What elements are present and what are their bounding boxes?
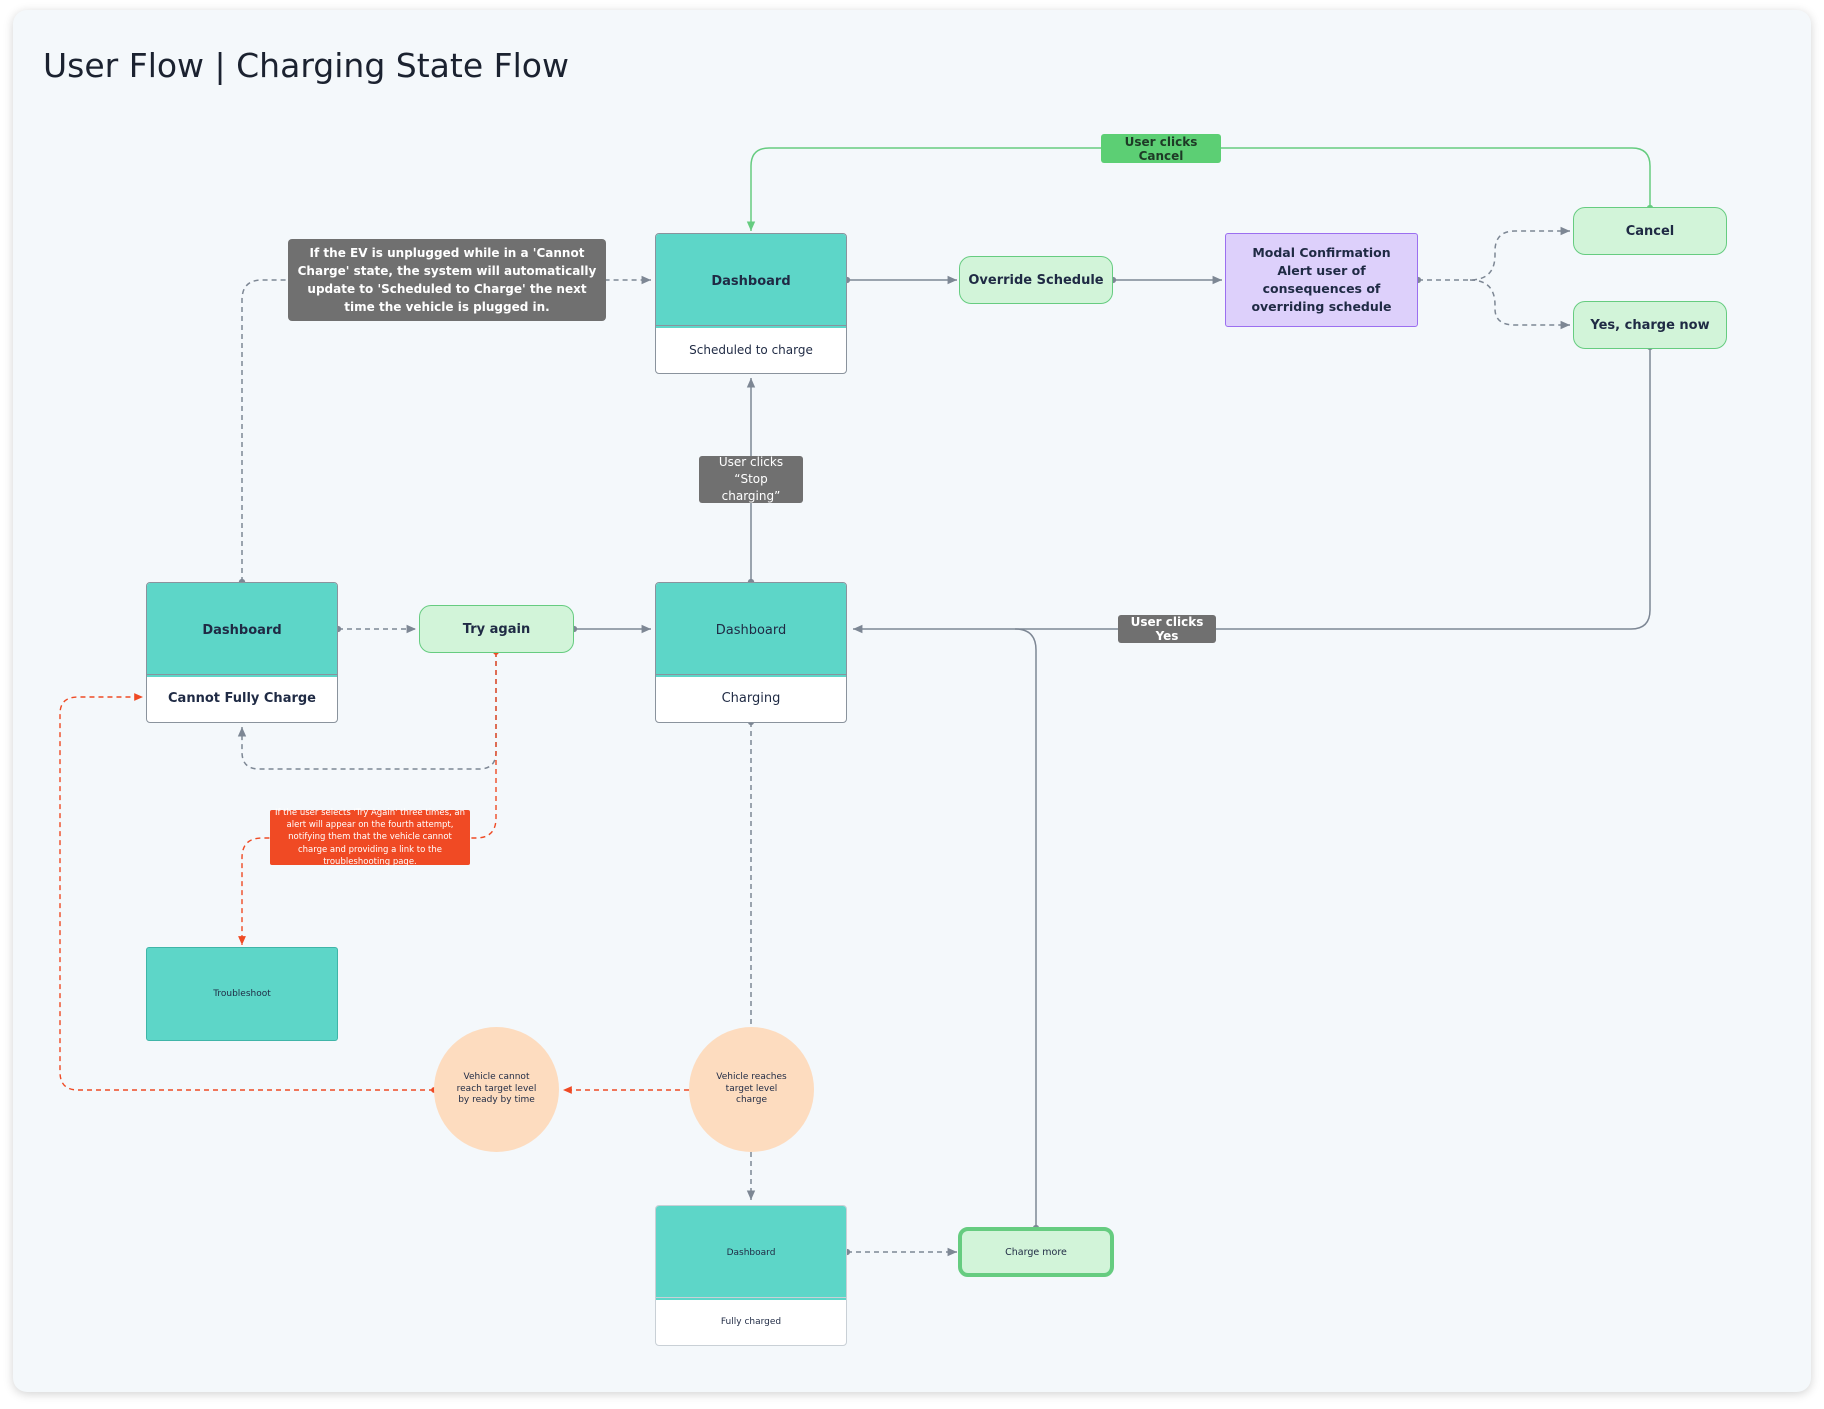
dashboard-charging-head: Dashboard [656,583,846,677]
user-clicks-stop-label: User clicks “Stop charging” [699,455,803,503]
yes-charge-now-node[interactable]: Yes, charge now [1573,301,1727,349]
dashboard-full-head: Dashboard [656,1206,846,1300]
dashboard-scheduled-head: Dashboard [656,234,846,328]
dashboard-cannot-head: Dashboard [147,583,337,677]
unplugged-note: If the EV is unplugged while in a 'Canno… [288,239,606,321]
user-clicks-yes-label: User clicks Yes [1118,615,1216,643]
override-schedule-node[interactable]: Override Schedule [959,256,1113,304]
try-again-node[interactable]: Try again [419,605,574,653]
edge-cannot-to-scheduled [238,275,651,586]
dashboard-scheduled-card[interactable]: Dashboard Scheduled to charge [655,233,847,374]
dashboard-cannot-card[interactable]: Dashboard Cannot Fully Charge [146,582,338,723]
page-title: User Flow | Charging State Flow [43,46,569,85]
user-clicks-cancel-label: User clicks Cancel [1101,134,1221,163]
charge-more-node[interactable]: Charge more [958,1227,1114,1277]
edge-yes-to-charging [853,343,1654,634]
edge-modal-to-yes [1469,279,1570,330]
modal-confirmation-node[interactable]: Modal Confirmation Alert user of consequ… [1225,233,1418,327]
dashboard-full-card[interactable]: Dashboard Fully charged [655,1205,847,1346]
vehicle-reaches-target-node: Vehicle reaches target level charge [689,1027,814,1152]
dashboard-cannot-foot: Cannot Fully Charge [147,674,337,722]
vehicle-cannot-reach-node: Vehicle cannot reach target level by rea… [434,1027,559,1152]
edge-chargemore-to-charging [1014,628,1040,1232]
edge-modal-to-cancel [1414,226,1570,284]
troubleshoot-node[interactable]: Troubleshoot [146,947,338,1041]
dashboard-charging-card[interactable]: Dashboard Charging [655,582,847,723]
dashboard-scheduled-foot: Scheduled to charge [656,325,846,373]
cancel-node[interactable]: Cancel [1573,207,1727,255]
edge-cannot-reach-to-cannot [59,693,437,1093]
try-again-alert-note: If the user selects 'Try Again' three ti… [270,808,470,867]
dashboard-charging-foot: Charging [656,674,846,722]
dashboard-full-foot: Fully charged [656,1297,846,1345]
